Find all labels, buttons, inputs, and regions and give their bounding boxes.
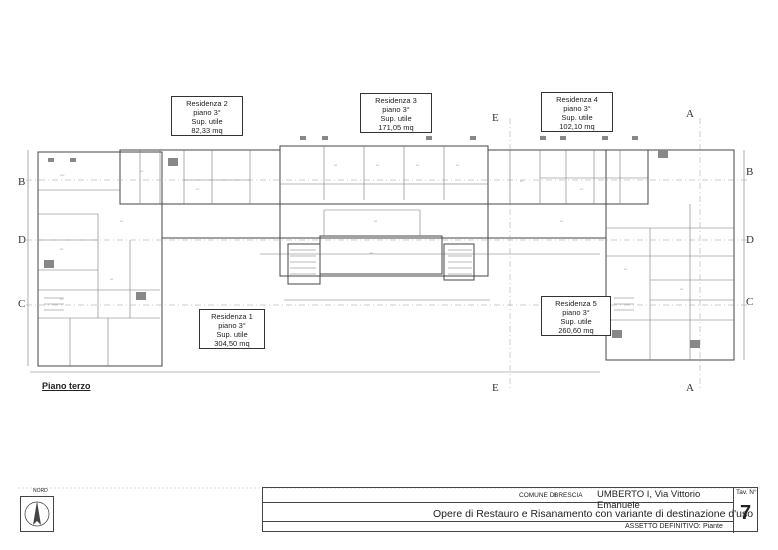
residence-area-label: Sup. utile	[216, 330, 248, 339]
residence-area: 82,33 mq	[191, 126, 223, 135]
svg-text:▪▪▪: ▪▪▪	[110, 277, 113, 281]
svg-text:▪▪▪▪: ▪▪▪▪	[60, 173, 64, 177]
residence-name: Residenza 4	[556, 95, 598, 104]
svg-text:▪▪▪: ▪▪▪	[60, 297, 63, 301]
residence-area: 304,50 mq	[214, 339, 250, 348]
section-letter-d-left: D	[18, 234, 26, 246]
tav-box: Tav. N°: 7	[733, 488, 759, 533]
comune-name: BRESCIA	[554, 492, 583, 499]
residence-name: Residenza 1	[211, 312, 253, 321]
west-wing-outline	[37, 151, 163, 367]
residence-1-label: Residenza 1 piano 3° Sup. utile 304,50 m…	[199, 309, 265, 349]
residence-floor: piano 3°	[563, 104, 591, 113]
residence-area-label: Sup. utile	[560, 317, 592, 326]
project-title: Opere di Restauro e Risanamento con vari…	[433, 508, 754, 520]
residence-area-label: Sup. utile	[380, 114, 412, 123]
drawing-type: Piante	[703, 523, 723, 530]
residence-2-label: Residenza 2 piano 3° Sup. utile 82,33 mq	[171, 96, 243, 136]
title-block-header: COMUNE DI BRESCIA UMBERTO I, Via Vittori…	[263, 488, 733, 511]
central-block	[279, 145, 489, 277]
tav-number: 7	[740, 502, 752, 524]
comune-label: COMUNE DI	[519, 492, 557, 499]
residence-floor: piano 3°	[562, 308, 590, 317]
svg-text:▪▪▪: ▪▪▪	[120, 219, 123, 223]
section-letter-e-top: E	[492, 112, 499, 124]
svg-text:▪▪▪: ▪▪▪	[680, 287, 683, 291]
section-letter-b-right: B	[746, 166, 754, 178]
residence-name: Residenza 5	[555, 299, 597, 308]
section-letter-a-bottom: A	[686, 382, 694, 394]
terrazzo-area	[319, 235, 443, 275]
section-letter-d-right: D	[746, 234, 754, 246]
svg-text:▪▪▪: ▪▪▪	[560, 219, 563, 223]
section-letter-e-bottom: E	[492, 382, 499, 394]
residence-floor: piano 3°	[382, 105, 410, 114]
residence-4-label: Residenza 4 piano 3° Sup. utile 102,10 m…	[541, 92, 613, 132]
svg-text:▪▪▪: ▪▪▪	[140, 169, 143, 173]
residence-area: 171,05 mq	[378, 123, 414, 132]
svg-text:▪▪▪: ▪▪▪	[196, 187, 199, 191]
north-arrow-box: NORD	[20, 488, 54, 532]
section-letter-b-left: B	[18, 176, 26, 188]
east-wing-outline	[605, 149, 735, 361]
residence-area-label: Sup. utile	[561, 113, 593, 122]
residence-5-label: Residenza 5 piano 3° Sup. utile 260,60 m…	[541, 296, 611, 336]
svg-text:▪▪▪: ▪▪▪	[334, 163, 337, 167]
assetto-label: ASSETTO DEFINITIVO:	[625, 523, 701, 530]
tav-label: Tav. N°:	[736, 489, 759, 496]
residence-name: Residenza 2	[186, 99, 228, 108]
residence-floor: piano 3°	[218, 321, 246, 330]
svg-text:▪▪▪: ▪▪▪	[624, 267, 627, 271]
svg-text:▪▪▪: ▪▪▪	[520, 179, 523, 183]
north-label: NORD	[33, 488, 48, 494]
svg-text:▪▪▪: ▪▪▪	[374, 219, 377, 223]
residence-area-label: Sup. utile	[191, 117, 223, 126]
residence-floor: piano 3°	[193, 108, 221, 117]
svg-text:▪▪▪: ▪▪▪	[456, 163, 459, 167]
floor-title: Piano terzo	[42, 381, 91, 391]
svg-text:▪▪▪: ▪▪▪	[60, 247, 63, 251]
svg-text:▪▪▪: ▪▪▪	[376, 163, 379, 167]
residence-name: Residenza 3	[375, 96, 417, 105]
north-band-left	[119, 149, 281, 205]
section-letter-c-left: C	[18, 298, 26, 310]
residence-3-label: Residenza 3 piano 3° Sup. utile 171,05 m…	[360, 93, 432, 133]
svg-text:▪▪▪: ▪▪▪	[580, 187, 583, 191]
north-band-right	[487, 149, 649, 205]
section-letter-a-top: A	[686, 108, 694, 120]
title-block: COMUNE DI BRESCIA UMBERTO I, Via Vittori…	[262, 487, 759, 533]
residence-area: 102,10 mq	[559, 122, 595, 131]
north-arrow-icon	[24, 501, 50, 527]
svg-text:▪▪▪: ▪▪▪	[370, 251, 373, 255]
svg-text:▪▪▪: ▪▪▪	[416, 163, 419, 167]
address: UMBERTO I, Via Vittorio Emanuele	[597, 489, 701, 511]
section-letter-c-right: C	[746, 296, 754, 308]
title-block-footer: ASSETTO DEFINITIVO: Piante	[263, 521, 733, 533]
residence-area: 260,60 mq	[558, 326, 594, 335]
